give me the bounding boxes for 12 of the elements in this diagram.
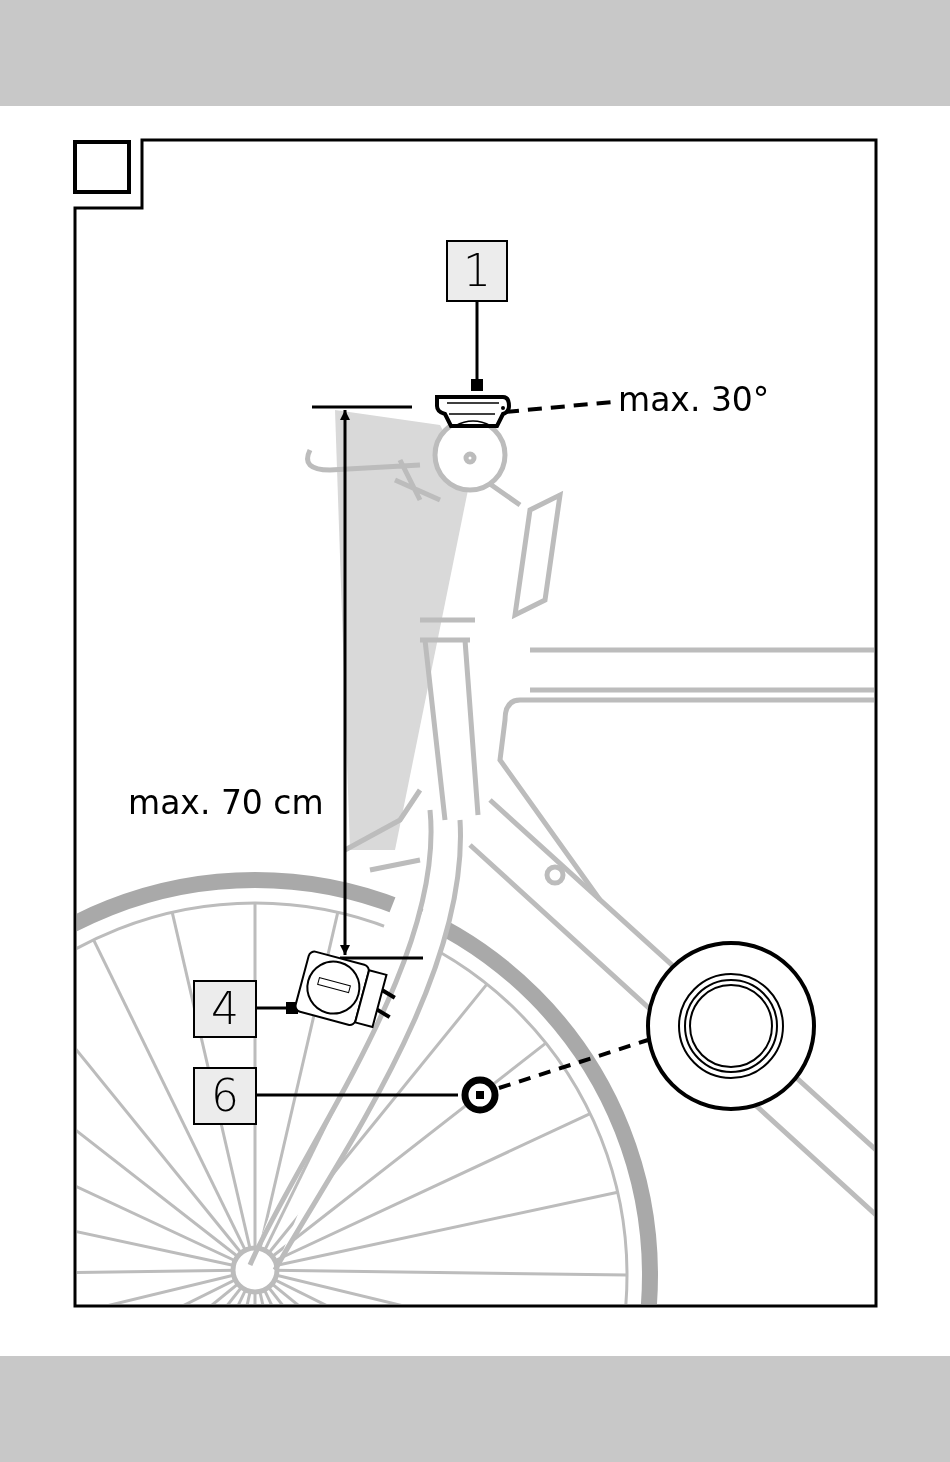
leader-line	[257, 1002, 298, 1014]
callout-number: 4	[193, 980, 257, 1038]
dimension-label: max. 70 cm	[128, 786, 324, 819]
leader-line	[257, 1093, 458, 1097]
callout-number: 6	[193, 1067, 257, 1125]
callout-number: 1	[446, 240, 508, 302]
cycle-computer-drawing	[433, 394, 511, 428]
magnet-drawing	[461, 1076, 499, 1114]
magnification-line	[498, 1038, 649, 1090]
leader-line	[471, 302, 483, 391]
magnified-magnet-drawing	[645, 940, 817, 1112]
angle-label: max. 30°	[618, 383, 770, 416]
